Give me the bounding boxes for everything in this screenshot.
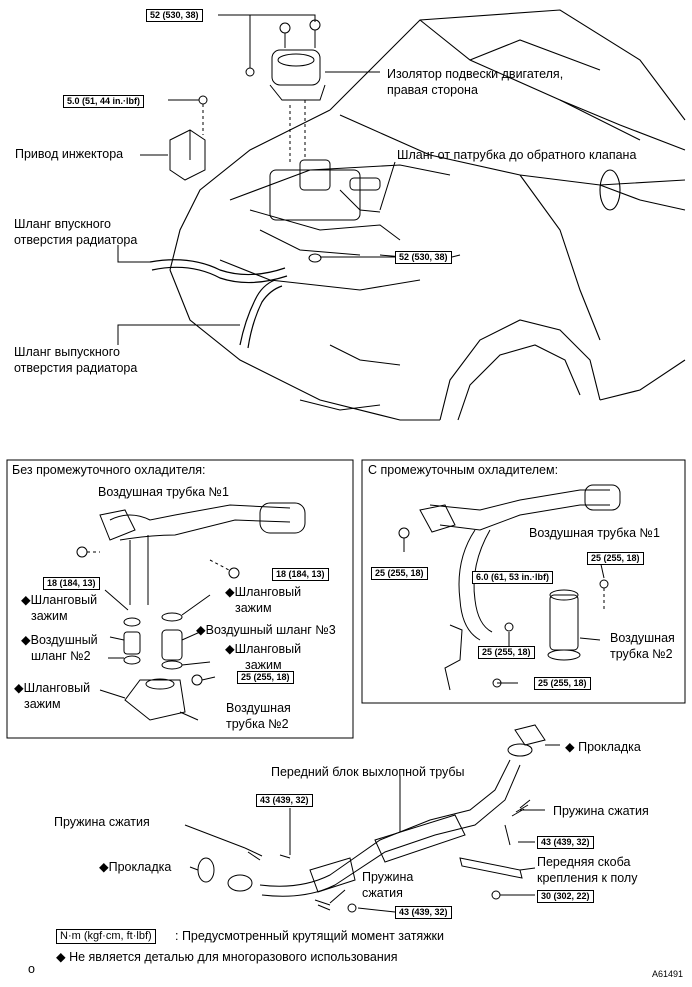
top-leader-lines: [117, 14, 396, 345]
engine-mount-illustration: [245, 19, 326, 165]
torque-right-d: 25 (255, 18): [478, 646, 535, 659]
label-left-clamp-3a: ◆Шланговый: [225, 642, 302, 656]
torque-right-a: 25 (255, 18): [371, 567, 428, 580]
engine-illustration: [249, 159, 461, 263]
label-engine-mount-side: правая сторона: [387, 83, 478, 97]
exhaust-illustration: [184, 724, 560, 913]
torque-right-c: 6.0 (61, 53 in.·lbf): [472, 571, 554, 584]
torque-mount: 52 (530, 38): [146, 9, 203, 22]
label-spring-right: Пружина сжатия: [553, 804, 649, 818]
label-left-tube-2a: Воздушная: [226, 701, 291, 715]
label-engine-mount: Изолятор подвески двигателя,: [387, 67, 564, 81]
car-illustration: [169, 9, 686, 421]
figure-code: A61491: [652, 969, 684, 979]
label-right-tube-2a: Воздушная: [610, 631, 675, 645]
label-bracket-2: крепления к полу: [537, 871, 638, 885]
label-outlet-hose-1: Шланг выпускного: [14, 345, 120, 359]
label-spring-mid-2: сжатия: [362, 886, 403, 900]
label-left-clamp-4b: зажим: [24, 697, 61, 711]
label-inlet-hose-2: отверстия радиатора: [14, 233, 138, 247]
torque-left-b: 18 (184, 13): [272, 568, 329, 581]
label-inlet-hose-1: Шланг впускного: [14, 217, 111, 231]
label-left-clamp-1b: зажим: [31, 609, 68, 623]
torque-bottom-right: 43 (439, 32): [537, 836, 594, 849]
label-right-tube-2b: трубка №2: [610, 647, 673, 661]
label-bracket-1: Передняя скоба: [537, 855, 631, 869]
injector-driver-illustration: [169, 95, 208, 181]
torque-injector: 5.0 (51, 44 in.·lbf): [63, 95, 145, 108]
label-left-tube-2b: трубка №2: [226, 717, 289, 731]
label-check-valve-hose: Шланг от патрубка до обратного клапана: [397, 148, 637, 162]
label-spring-left: Пружина сжатия: [54, 815, 150, 829]
label-left-hose-2b: шланг №2: [31, 649, 91, 663]
label-left-clamp-1a: ◆Шланговый: [21, 593, 98, 607]
torque-bottom-left: 43 (439, 32): [256, 794, 313, 807]
label-left-clamp-4a: ◆Шланговый: [14, 681, 91, 695]
label-gasket-top: ◆ Прокладка: [565, 740, 641, 754]
label-injector-driver: Привод инжектора: [15, 147, 124, 161]
legend-non-reusable: ◆ Не является деталью для многоразового …: [56, 950, 398, 964]
torque-left-c: 25 (255, 18): [237, 671, 294, 684]
torque-right-b: 25 (255, 18): [587, 552, 644, 565]
panel-left-title: Без промежуточного охладителя:: [12, 463, 206, 477]
label-spring-mid-1: Пружина: [362, 870, 414, 884]
label-left-hose-3: ◆Воздушный шланг №3: [196, 623, 336, 637]
corner-mark: o: [28, 962, 35, 976]
label-right-air-tube-1: Воздушная трубка №1: [529, 526, 660, 540]
panel-right-title: С промежуточным охладителем:: [368, 463, 559, 477]
panel-left-frame: [6, 459, 354, 739]
left-panel-parts: [76, 502, 306, 721]
legend-unit-description: : Предусмотренный крутящий момент затяжк…: [175, 929, 445, 943]
label-left-clamp-3b: зажим: [245, 658, 282, 672]
label-exhaust-pipe: Передний блок выхлопной трубы: [271, 765, 465, 779]
torque-left-a: 18 (184, 13): [43, 577, 100, 590]
legend-unit-box: N·m (kgf·cm, ft·lbf): [56, 929, 156, 944]
torque-engine: 52 (530, 38): [395, 251, 452, 264]
torque-bracket: 30 (302, 22): [537, 890, 594, 903]
label-left-hose-2a: ◆Воздушный: [21, 633, 98, 647]
label-outlet-hose-2: отверстия радиатора: [14, 361, 138, 375]
label-left-air-tube-1: Воздушная трубка №1: [98, 485, 229, 499]
right-panel-parts: [398, 484, 621, 691]
label-left-clamp-2b: зажим: [235, 601, 272, 615]
label-left-clamp-2a: ◆Шланговый: [225, 585, 302, 599]
radiator-hoses-illustration: [149, 259, 288, 349]
panel-right-frame: [361, 459, 686, 704]
label-gasket-left: ◆Прокладка: [99, 860, 172, 874]
torque-bottom-mid: 43 (439, 32): [395, 906, 452, 919]
torque-right-e: 25 (255, 18): [534, 677, 591, 690]
